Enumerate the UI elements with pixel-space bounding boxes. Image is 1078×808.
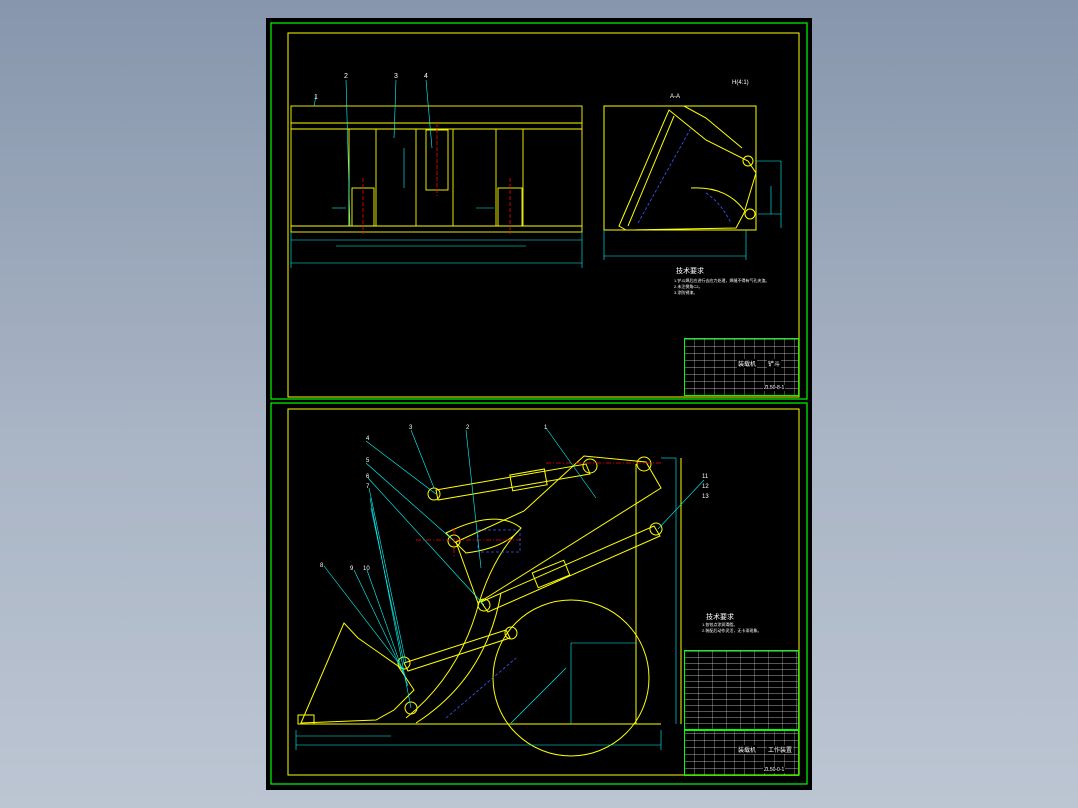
parts-list-bottom	[684, 650, 799, 730]
view-label: A-A	[670, 94, 681, 100]
callout: 1	[544, 425, 548, 431]
tech-note: 2.未注倒角C2。	[674, 284, 703, 289]
side-view-dims	[603, 160, 782, 260]
tech-note: 1.各铰点涂润滑脂。	[702, 622, 738, 627]
side-label: H(4:1)	[732, 80, 749, 86]
tech-note: 3.涂防锈漆。	[674, 290, 698, 295]
tech-title-bottom: 技术要求	[706, 614, 734, 621]
callout: 6	[366, 474, 370, 480]
callout: 10	[363, 566, 370, 572]
drawing-number: ZL50-8-1	[763, 385, 786, 391]
side-view-hidden	[637, 127, 732, 224]
callout: 2	[466, 425, 470, 431]
tech-note: 1.铲斗焊后应进行去应力处理，焊缝不得有气孔夹渣。	[674, 278, 770, 283]
callout-3-top: 3	[394, 73, 398, 80]
front-view-dims	[290, 79, 583, 268]
drawing-number: ZL50-0-1	[763, 767, 786, 773]
tech-notes-bottom: 1.各铰点涂润滑脂。 2.装配后动作灵活，无卡滞现象。	[702, 622, 802, 634]
linkage-centerlines	[416, 462, 661, 558]
callout: 5	[366, 458, 370, 464]
title-block-bottom: 装载机 工作装置 ZL50-0-1	[684, 730, 799, 776]
outer-frame-top	[270, 22, 808, 400]
linkage-hidden	[445, 529, 521, 719]
callout-1-top: 1	[314, 94, 318, 101]
callout: 8	[320, 563, 324, 569]
drawing-sheet: 1 2 3 4 A-A H(4:1) 技术要求 1.铲斗焊后应进行去应力处理，焊…	[266, 18, 812, 790]
tech-title-top: 技术要求	[676, 268, 704, 275]
inner-frame-top	[287, 32, 800, 398]
title-cell: 装载机	[737, 359, 758, 368]
callout: 4	[366, 436, 370, 442]
title-block-top: 装载机 铲斗 ZL50-8-1	[684, 338, 799, 396]
front-view-pins	[362, 123, 511, 234]
work-device-linkage	[297, 455, 682, 757]
title-cell: 装载机	[737, 745, 758, 754]
bucket-front-view	[290, 105, 583, 233]
callout: 12	[702, 484, 709, 490]
callout: 13	[702, 494, 709, 500]
callout: 7	[366, 484, 370, 490]
title-cell: 铲斗	[767, 359, 782, 368]
bucket-side-view	[603, 105, 757, 231]
linkage-dims	[295, 427, 705, 750]
callout: 3	[409, 425, 413, 431]
callout: 9	[350, 566, 354, 572]
tech-note: 2.装配后动作灵活，无卡滞现象。	[702, 628, 762, 633]
callout-4-top: 4	[424, 73, 428, 80]
outer-frame-bottom	[270, 402, 808, 785]
inner-frame-bottom	[287, 408, 800, 776]
tech-notes-top: 1.铲斗焊后应进行去应力处理，焊缝不得有气孔夹渣。 2.未注倒角C2。 3.涂防…	[674, 278, 799, 296]
callout: 11	[702, 474, 709, 480]
title-cell: 工作装置	[767, 745, 794, 754]
callout-2-top: 2	[344, 73, 348, 80]
